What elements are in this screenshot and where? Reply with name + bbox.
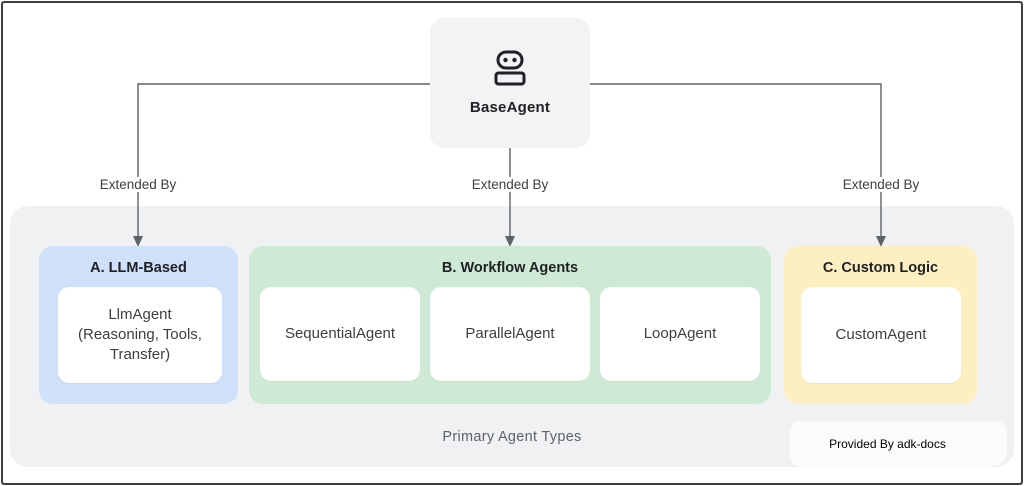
category-workflow-agents: B. Workflow Agents SequentialAgent Paral…	[249, 246, 771, 404]
arrowhead-middle	[505, 236, 515, 247]
arrowhead-left	[133, 236, 143, 247]
agent-card-sequentialagent: SequentialAgent	[260, 287, 420, 381]
panel-caption: Primary Agent Types	[442, 429, 582, 445]
base-agent-node: BaseAgent	[430, 18, 590, 148]
category-custom-logic: C. Custom Logic CustomAgent	[784, 246, 977, 404]
workflow-agents-row: SequentialAgent ParallelAgent LoopAgent	[260, 287, 760, 381]
edge-label-right: Extended By	[836, 177, 926, 192]
edge-label-middle: Extended By	[465, 177, 555, 192]
credit-watermark: Provided By adk-docs	[790, 421, 1007, 467]
agent-card-loopagent: LoopAgent	[600, 287, 760, 381]
credit-text: Provided By adk-docs	[829, 437, 946, 451]
base-agent-label: BaseAgent	[469, 99, 551, 116]
agent-name: CustomAgent	[835, 326, 927, 343]
category-title: C. Custom Logic	[822, 260, 939, 276]
agent-detail: (Reasoning, Tools, Transfer)	[78, 326, 202, 363]
robot-icon	[493, 50, 527, 91]
agent-name: LlmAgent	[108, 306, 172, 323]
arrowhead-right	[876, 236, 886, 247]
edge-label-left: Extended By	[93, 177, 183, 192]
category-title: B. Workflow Agents	[441, 260, 579, 276]
agent-name: LoopAgent	[643, 325, 717, 342]
agent-card-customagent: CustomAgent	[801, 287, 961, 383]
category-llm-based: A. LLM-Based LlmAgent (Reasoning, Tools,…	[39, 246, 238, 404]
category-title: A. LLM-Based	[90, 260, 187, 276]
edge-left	[137, 83, 430, 237]
agent-name: SequentialAgent	[284, 325, 396, 342]
agent-card-parallelagent: ParallelAgent	[430, 287, 590, 381]
agent-card-llmagent: LlmAgent (Reasoning, Tools, Transfer)	[58, 287, 222, 383]
edge-right	[590, 83, 882, 237]
agent-name: ParallelAgent	[465, 325, 555, 342]
